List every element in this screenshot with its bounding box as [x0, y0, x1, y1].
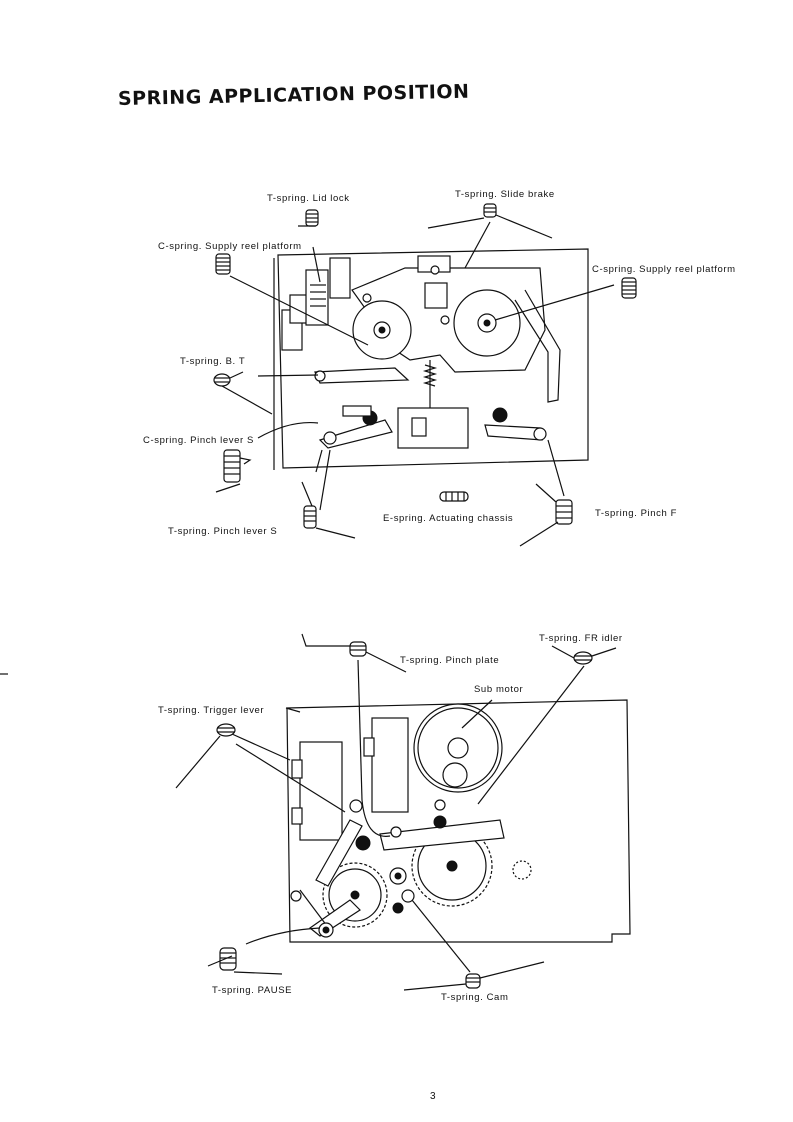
pinch-lever-s-c-spring-icon: [215, 421, 319, 493]
label-pinch-lever-s-t: T-spring. Pinch lever S: [168, 526, 277, 537]
bottom-labels: T-spring. Pinch plate T-spring. FR idler…: [158, 633, 623, 1003]
label-fr-idler: T-spring. FR idler: [539, 633, 623, 644]
trigger-lever-spring-icon: [175, 707, 346, 813]
bt-spring-icon: [213, 371, 319, 415]
label-pinch-lever-s-c: C-spring. Pinch lever S: [143, 435, 254, 446]
label-pause: T-spring. PAUSE: [212, 985, 292, 996]
pinch-lever-s-t-spring-icon: [301, 449, 356, 539]
sub-motor-leader: [461, 699, 493, 729]
actuating-chassis-spring-icon: [439, 491, 469, 502]
label-bt: T-spring. B. T: [180, 356, 245, 367]
cam-spring-icon: [403, 899, 545, 991]
supply-reel-right-spring-icon: [494, 277, 637, 321]
page-number: 3: [430, 1091, 436, 1102]
top-springs: [213, 203, 637, 547]
label-pinch-f: T-spring. Pinch F: [595, 508, 677, 519]
bottom-springs: [175, 633, 617, 991]
top-mechanism-drawing: [273, 248, 589, 470]
label-lid-lock: T-spring. Lid lock: [267, 193, 350, 204]
label-sub-motor: Sub motor: [474, 684, 523, 695]
label-actuating-chassis: E-spring. Actuating chassis: [383, 513, 513, 524]
top-labels: T-spring. Lid lock T-spring. Slide brake…: [143, 189, 736, 537]
label-supply-reel-left: C-spring. Supply reel platform: [158, 241, 302, 252]
lid-lock-spring-icon: [298, 209, 319, 227]
label-supply-reel-right: C-spring. Supply reel platform: [592, 264, 736, 275]
label-pinch-plate: T-spring. Pinch plate: [400, 655, 499, 666]
pause-spring-icon: [207, 927, 321, 975]
label-cam: T-spring. Cam: [441, 992, 508, 1003]
slide-brake-spring-icon: [427, 203, 553, 269]
pinch-f-spring-icon: [519, 439, 573, 547]
pinch-plate-spring-icon: [301, 633, 407, 837]
fr-idler-spring-icon: [477, 645, 617, 805]
supply-reel-left-spring-icon: [215, 246, 369, 346]
bottom-mechanism-drawing: [286, 699, 631, 943]
label-trigger-lever: T-spring. Trigger lever: [158, 705, 264, 716]
label-slide-brake: T-spring. Slide brake: [455, 189, 555, 200]
